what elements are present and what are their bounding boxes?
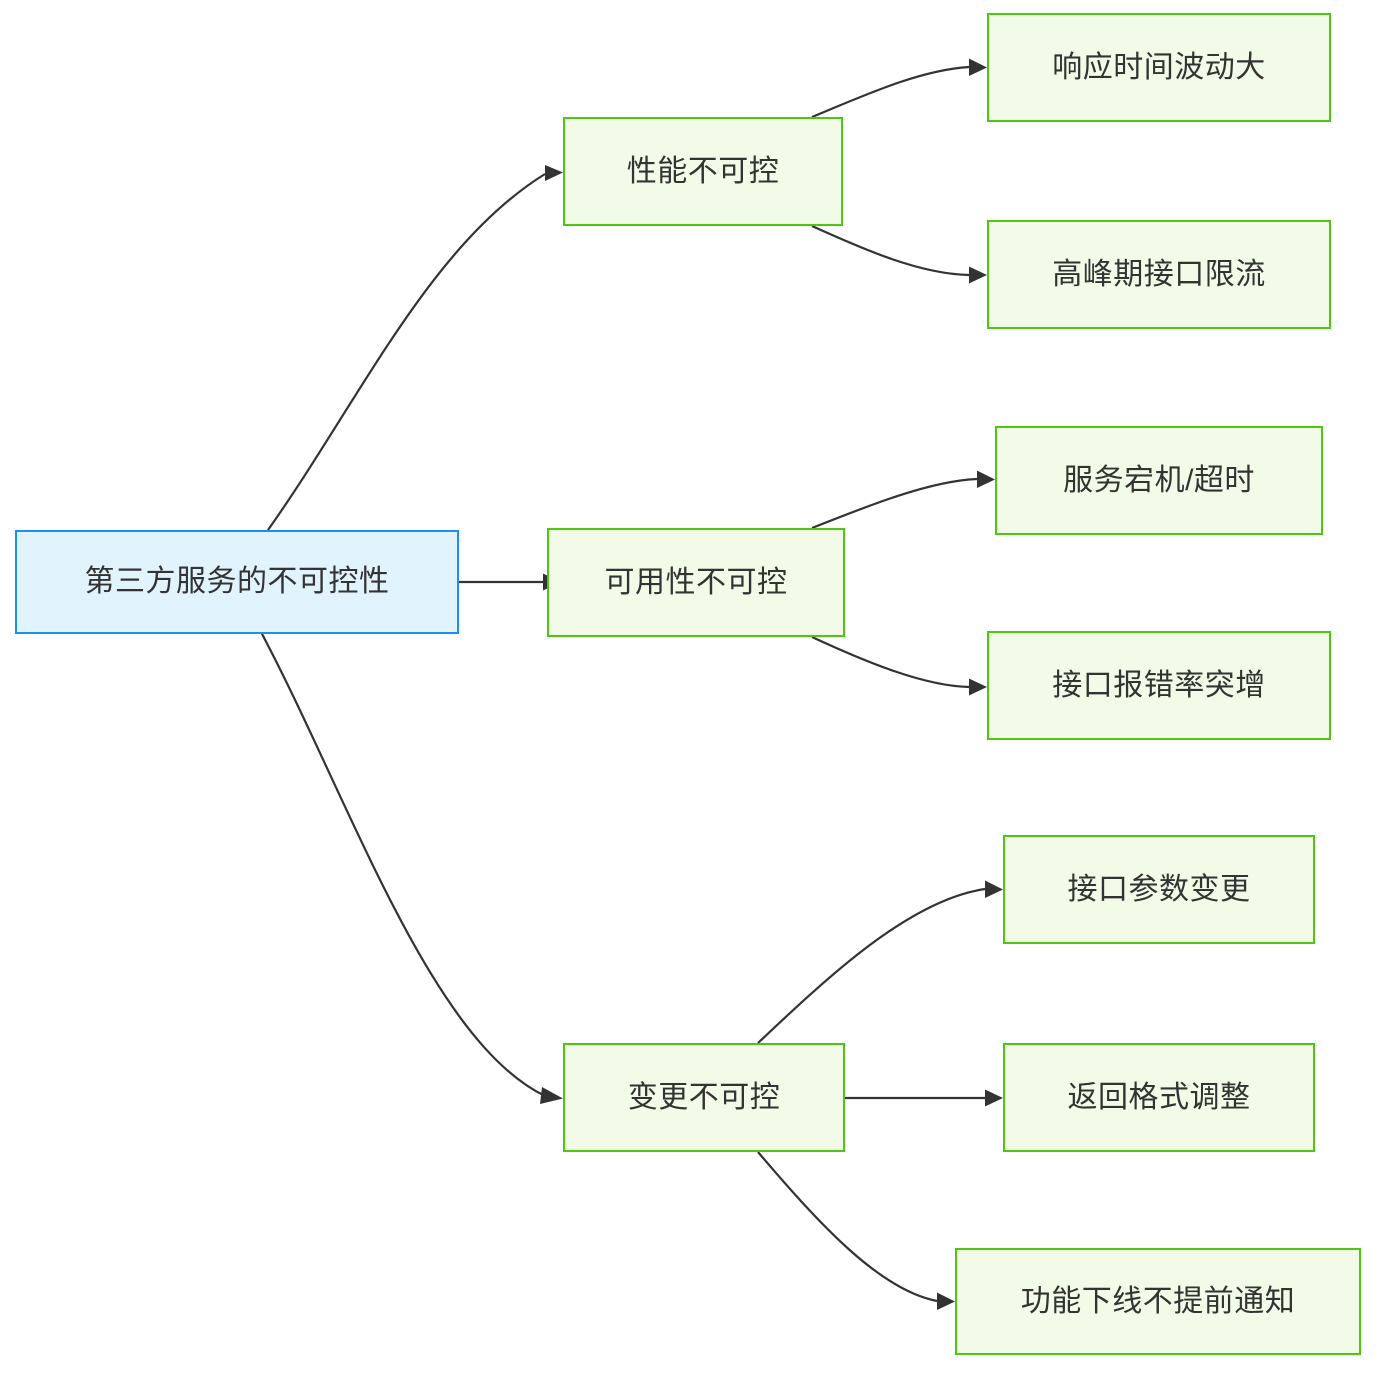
node-root[interactable]: 第三方服务的不可控性: [15, 530, 459, 634]
arrowhead-root-to-change: [540, 1087, 563, 1104]
edge-root-to-change: [260, 631, 546, 1097]
node-leaf-peak-throttle-label: 高峰期接口限流: [1052, 257, 1266, 291]
node-leaf-deprecation[interactable]: 功能下线不提前通知: [955, 1248, 1361, 1355]
node-leaf-param-change[interactable]: 接口参数变更: [1003, 835, 1315, 944]
node-leaf-param-change-label: 接口参数变更: [1067, 872, 1251, 906]
edge-change-to-deprecation: [757, 1151, 938, 1303]
node-branch-performance[interactable]: 性能不可控: [563, 117, 843, 226]
edge-availability-to-downtime: [811, 477, 978, 530]
edge-performance-to-response-time: [811, 65, 970, 119]
arrowhead-change-to-deprecation: [937, 1292, 955, 1310]
arrowhead-performance-to-response-time: [969, 58, 987, 76]
node-branch-change-label: 变更不可控: [627, 1080, 781, 1114]
arrowhead-change-to-param-change: [985, 880, 1003, 898]
node-leaf-format-change[interactable]: 返回格式调整: [1003, 1043, 1315, 1152]
node-leaf-peak-throttle[interactable]: 高峰期接口限流: [987, 220, 1331, 329]
node-leaf-error-rate-label: 接口报错率突增: [1052, 668, 1266, 702]
node-branch-availability[interactable]: 可用性不可控: [547, 528, 845, 637]
node-leaf-error-rate[interactable]: 接口报错率突增: [987, 631, 1331, 740]
node-root-label: 第三方服务的不可控性: [84, 565, 390, 598]
arrowhead-root-to-performance: [545, 165, 563, 181]
edge-performance-to-peak-throttle: [811, 224, 970, 277]
node-branch-change[interactable]: 变更不可控: [563, 1043, 845, 1152]
node-branch-availability-label: 可用性不可控: [604, 565, 788, 599]
node-leaf-downtime-timeout-label: 服务宕机/超时: [1063, 463, 1255, 497]
node-leaf-response-time[interactable]: 响应时间波动大: [987, 13, 1331, 122]
node-branch-performance-label: 性能不可控: [626, 154, 780, 188]
edge-root-to-performance: [267, 173, 546, 531]
arrowhead-change-to-format-change: [985, 1089, 1003, 1107]
edge-change-to-param-change: [757, 887, 986, 1044]
arrowhead-availability-to-downtime: [977, 470, 995, 488]
node-leaf-deprecation-label: 功能下线不提前通知: [1020, 1284, 1296, 1318]
node-leaf-format-change-label: 返回格式调整: [1067, 1080, 1251, 1114]
edge-availability-to-error-rate: [811, 636, 970, 689]
node-leaf-response-time-label: 响应时间波动大: [1052, 50, 1266, 84]
node-leaf-downtime-timeout[interactable]: 服务宕机/超时: [995, 426, 1323, 535]
arrowhead-performance-to-peak-throttle: [969, 266, 987, 284]
arrowhead-availability-to-error-rate: [969, 678, 987, 696]
